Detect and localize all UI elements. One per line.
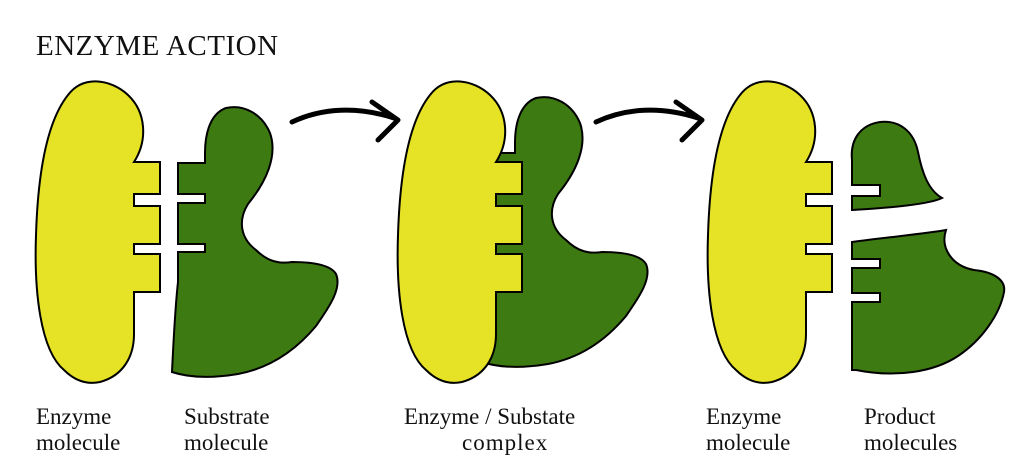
label-enzyme-substrate-complex: Enzyme / Substate complex	[404, 404, 575, 456]
stage-complex	[398, 81, 648, 382]
stage-products	[708, 81, 1005, 382]
label-line-2: molecule	[706, 430, 790, 456]
enzyme-molecule-shape	[36, 81, 160, 382]
product-molecule-bottom-shape	[852, 230, 1004, 374]
substrate-molecule-shape	[172, 107, 338, 377]
label-line-1: Substrate	[184, 404, 270, 430]
label-substrate-molecule: Substrate molecule	[184, 404, 270, 456]
released-enzyme-shape	[708, 81, 832, 382]
label-line-2: molecule	[184, 430, 270, 456]
label-line-1: Product	[864, 404, 957, 430]
label-enzyme-molecule-2: Enzyme molecule	[706, 404, 790, 456]
label-line-2: molecules	[864, 430, 957, 456]
product-molecule-top-shape	[852, 122, 942, 210]
label-line-1: Enzyme	[706, 404, 790, 430]
label-line-2: molecule	[36, 430, 120, 456]
label-line-1: Enzyme / Substate	[404, 404, 575, 430]
arrow-right-icon	[292, 102, 398, 140]
arrow-right-icon	[596, 102, 702, 140]
label-line-2: complex	[404, 430, 575, 456]
stage-separate	[36, 81, 338, 382]
label-product-molecules: Product molecules	[864, 404, 957, 456]
label-enzyme-molecule-1: Enzyme molecule	[36, 404, 120, 456]
label-line-1: Enzyme	[36, 404, 120, 430]
